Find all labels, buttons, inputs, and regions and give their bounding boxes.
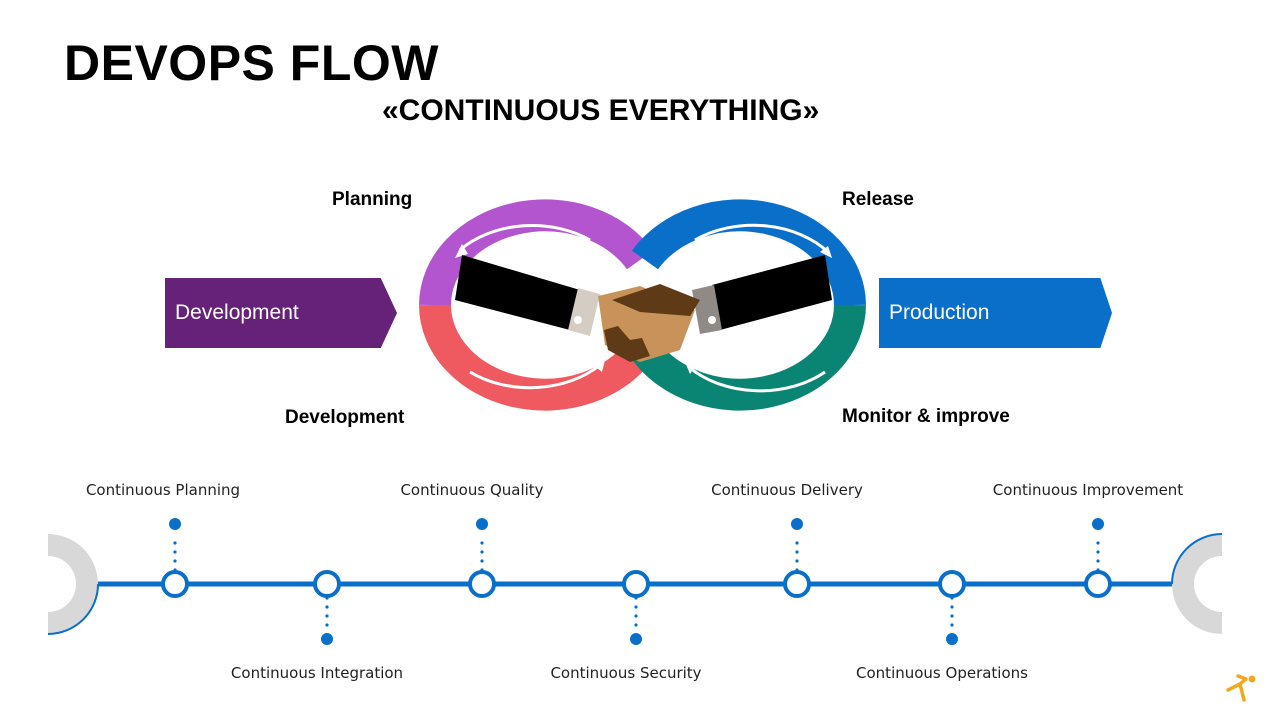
timeline-marker-dot: [946, 633, 958, 645]
handshake-icon: [455, 255, 832, 362]
timeline-connector-dot: [795, 559, 799, 563]
timeline-label: Continuous Security: [550, 664, 702, 682]
timeline-node: [161, 570, 189, 598]
chevron-production-label: Production: [889, 301, 990, 324]
timeline-connector-dot: [325, 605, 329, 609]
arrow-head-monitor: [685, 362, 698, 374]
timeline-connector-dot: [325, 623, 329, 627]
timeline-marker-dot: [630, 633, 642, 645]
timeline-connector-dot: [950, 623, 954, 627]
running-person-icon: [1226, 674, 1256, 702]
stage-monitor: Monitor & improve: [842, 406, 1010, 427]
timeline-node: [938, 570, 966, 598]
stage-release: Release: [842, 189, 914, 210]
timeline-left-cap: [47, 534, 99, 635]
stage-development: Development: [285, 407, 405, 428]
timeline-connector-dot: [1096, 541, 1100, 545]
timeline-label: Continuous Improvement: [992, 481, 1184, 499]
loop-release: [631, 199, 866, 306]
timeline-connector-dot: [950, 605, 954, 609]
timeline-node: [783, 570, 811, 598]
timeline-right-cap: [1171, 533, 1223, 634]
timeline-label: Continuous Quality: [400, 481, 544, 499]
timeline-connector-dot: [1096, 550, 1100, 554]
loop-development: [419, 304, 654, 411]
stage-planning: Planning: [332, 189, 413, 210]
timeline-node: [1084, 570, 1112, 598]
timeline-connector-dot: [480, 550, 484, 554]
arrow-head-planning: [455, 244, 468, 258]
chevron-development: Development: [165, 278, 397, 348]
timeline-connector-dot: [480, 541, 484, 545]
timeline-marker-dot: [169, 518, 181, 530]
timeline-label: Continuous Delivery: [711, 481, 863, 499]
arrow-head-release: [820, 246, 832, 258]
timeline-connector-dot: [173, 559, 177, 563]
arrow-head-development: [592, 360, 605, 372]
timeline-label: Continuous Operations: [856, 664, 1028, 682]
timeline-connector-dot: [795, 541, 799, 545]
arrow-development: [469, 363, 601, 390]
timeline-marker-dot: [476, 518, 488, 530]
timeline-label: Continuous Planning: [85, 481, 241, 499]
timeline-node: [468, 570, 496, 598]
timeline-connector-dot: [1096, 559, 1100, 563]
timeline-connector-dot: [950, 614, 954, 618]
timeline-node: [313, 570, 341, 598]
timeline-connector-dot: [325, 614, 329, 618]
timeline-marker-dot: [791, 518, 803, 530]
arrow-monitor: [689, 366, 826, 393]
page-title: DEVOPS FLOW: [64, 35, 439, 91]
arrow-planning: [459, 224, 591, 252]
timeline-connector-dot: [480, 559, 484, 563]
timeline-connector-dot: [173, 541, 177, 545]
timeline-node: [622, 570, 650, 598]
chevron-development-label: Development: [175, 301, 299, 324]
timeline-connector-dot: [634, 614, 638, 618]
timeline-connector-dot: [173, 550, 177, 554]
timeline-connector-dot: [795, 550, 799, 554]
chevron-production: Production: [879, 278, 1112, 348]
timeline-connector-dot: [634, 605, 638, 609]
timeline-marker-dot: [1092, 518, 1104, 530]
timeline-connector-dot: [634, 623, 638, 627]
page-subtitle: «CONTINUOUS EVERYTHING»: [382, 94, 820, 127]
arrow-release: [694, 223, 830, 254]
loop-planning: [419, 199, 654, 306]
timeline-label: Continuous Integration: [230, 664, 404, 682]
timeline-marker-dot: [321, 633, 333, 645]
